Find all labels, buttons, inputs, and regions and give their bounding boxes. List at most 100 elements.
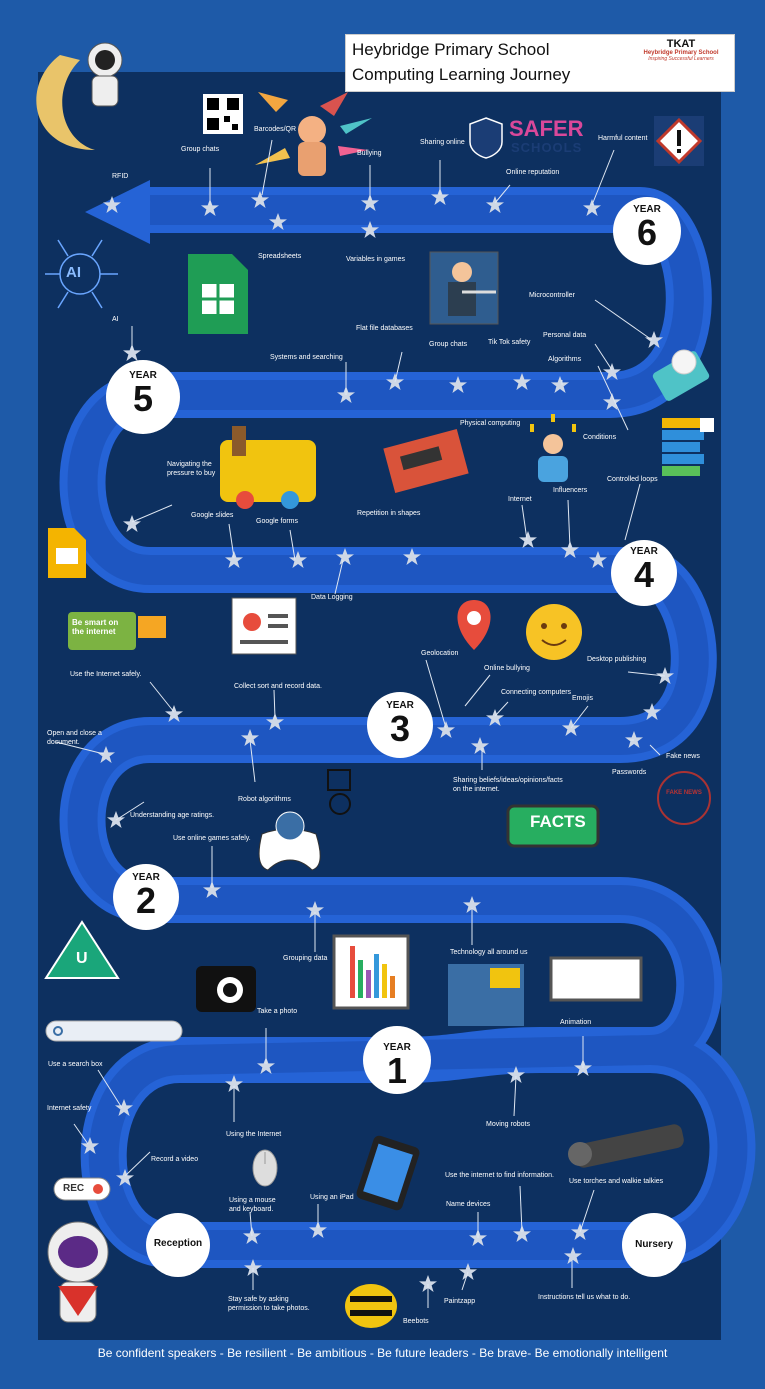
hugging-emoji-icon bbox=[526, 604, 582, 660]
milestone-star bbox=[361, 221, 379, 238]
milestone-star bbox=[81, 1137, 99, 1154]
astronaut-hero-icon bbox=[47, 1221, 109, 1323]
location-pin-icon bbox=[457, 600, 491, 650]
milestone-star bbox=[115, 1099, 133, 1116]
toys-icon bbox=[220, 426, 316, 509]
reception-marker: Reception bbox=[153, 1238, 203, 1249]
label-personal-data: Personal data bbox=[543, 332, 587, 339]
bullying-child-icon bbox=[255, 92, 372, 176]
label-fake-news: Fake news bbox=[666, 753, 700, 760]
label-internet-safety: Internet safety bbox=[47, 1105, 92, 1112]
algorithm-gear-icon bbox=[327, 769, 351, 815]
label-internet: Internet bbox=[508, 496, 532, 503]
label-google-slides: Google slides bbox=[191, 512, 234, 519]
label-open-close: Open and close a document. bbox=[47, 730, 102, 746]
milestone-star bbox=[251, 191, 269, 208]
label-online-bullying: Online bullying bbox=[484, 665, 530, 672]
milestone-star bbox=[449, 376, 467, 393]
camera-icon bbox=[196, 966, 256, 1012]
label-tiktok: Tik Tok safety bbox=[488, 339, 531, 346]
milestone-star bbox=[225, 551, 243, 568]
facts-badge-text: FACTS bbox=[530, 812, 586, 831]
label-online-reputation: Online reputation bbox=[506, 169, 560, 176]
fake-news-stamp-icon bbox=[657, 771, 711, 825]
milestone-star bbox=[165, 705, 183, 722]
label-passwords: Passwords bbox=[612, 769, 647, 776]
milestone-star bbox=[419, 1275, 437, 1292]
label-spreadsheets: Spreadsheets bbox=[258, 253, 302, 260]
record-button-icon bbox=[53, 1177, 111, 1201]
torch-icon bbox=[568, 1124, 684, 1168]
beebot-icon bbox=[345, 1284, 397, 1328]
harmful-content-icon bbox=[654, 116, 704, 166]
milestone-star bbox=[486, 709, 504, 726]
label-physical-computing: Physical computing bbox=[460, 420, 521, 427]
microcontroller-icon bbox=[652, 349, 710, 401]
label-group-chats-top: Group chats bbox=[181, 146, 220, 153]
year-circles bbox=[106, 197, 686, 1277]
ai-circuit-icon bbox=[45, 239, 118, 309]
milestone-star bbox=[241, 729, 259, 746]
milestone-star bbox=[513, 1225, 531, 1242]
label-search-box: Use a search box bbox=[48, 1061, 103, 1068]
ipad-icon bbox=[356, 1135, 420, 1211]
label-conditions: Conditions bbox=[583, 434, 617, 441]
label-beebots: Beebots bbox=[403, 1318, 429, 1325]
qr-code-icon bbox=[203, 94, 243, 134]
label-group-chats-mid: Group chats bbox=[429, 341, 468, 348]
moon-astronaut-icon bbox=[36, 42, 123, 150]
u-triangle-icon bbox=[44, 920, 120, 979]
milestone-star bbox=[203, 881, 221, 898]
milestone-star bbox=[103, 196, 121, 213]
label-online-games: Use online games safely. bbox=[173, 835, 251, 842]
milestone-star bbox=[507, 1066, 525, 1083]
label-variables: Variables in games bbox=[346, 256, 406, 263]
scratch-blocks-icon bbox=[662, 418, 714, 476]
title-box: Heybridge Primary School Computing Learn… bbox=[345, 34, 735, 92]
milestone-star bbox=[551, 376, 569, 393]
title-line-2: Computing Learning Journey bbox=[352, 65, 571, 84]
label-moving-robots: Moving robots bbox=[486, 1121, 530, 1128]
label-geolocation: Geolocation bbox=[421, 650, 459, 657]
safer-badge-text: SAFER bbox=[509, 116, 584, 141]
milestone-star bbox=[645, 331, 663, 348]
be-smart-badge-text: Be smart on the internet bbox=[72, 618, 119, 636]
milestone-star bbox=[403, 548, 421, 565]
title-line-1: Heybridge Primary School bbox=[352, 40, 550, 59]
be-smart-internet-icon bbox=[68, 612, 166, 650]
label-record-video: Record a video bbox=[151, 1156, 199, 1163]
milestone-star bbox=[589, 551, 607, 568]
schools-badge-text: SCHOOLS bbox=[511, 140, 583, 155]
milestone-star bbox=[643, 703, 661, 720]
leader-lines bbox=[55, 139, 666, 1308]
safer-schools-shield-icon bbox=[469, 117, 503, 159]
milestone-star bbox=[309, 1221, 327, 1238]
milestone-star bbox=[116, 1169, 134, 1186]
label-instructions: Instructions tell us what to do. bbox=[538, 1294, 631, 1301]
milestone-star bbox=[513, 373, 531, 390]
label-torches: Use torches and walkie talkies bbox=[569, 1178, 664, 1185]
milestone-star bbox=[123, 515, 141, 532]
milestone-star bbox=[289, 551, 307, 568]
circuit-board-icon bbox=[383, 428, 469, 494]
label-take-photo: Take a photo bbox=[257, 1008, 298, 1015]
label-name-devices: Name devices bbox=[446, 1201, 491, 1208]
milestone-star bbox=[463, 896, 481, 913]
milestone-star bbox=[244, 1259, 262, 1276]
label-stay-safe: Stay safe by asking permission to take p… bbox=[228, 1296, 310, 1312]
rec-badge-text: REC bbox=[63, 1183, 85, 1194]
label-sharing-beliefs: Sharing beliefs/ideas/opinions/facts on … bbox=[453, 777, 563, 793]
label-tech-around: Technology all around us bbox=[450, 949, 528, 956]
road-arrow bbox=[85, 180, 150, 244]
label-desktop-publishing: Desktop publishing bbox=[587, 656, 647, 663]
search-box-icon bbox=[45, 1020, 183, 1042]
milestone-star bbox=[603, 363, 621, 380]
tkat-logo-tagline: Inspiring Successful Learners bbox=[648, 56, 714, 62]
label-controlled-loops: Controlled loops bbox=[607, 476, 658, 483]
milestone-star bbox=[201, 199, 219, 216]
